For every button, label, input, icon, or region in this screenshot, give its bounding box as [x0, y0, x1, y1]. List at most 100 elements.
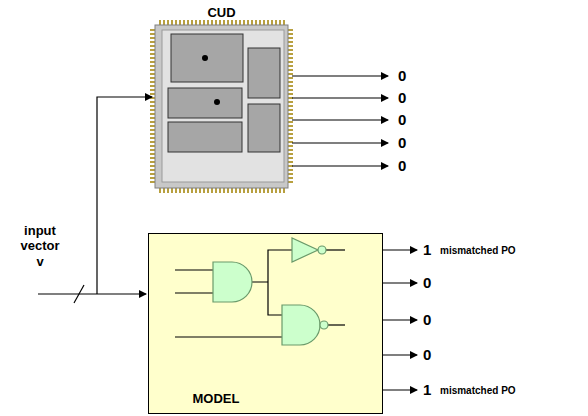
chip-pin [271, 20, 273, 25]
chip-pin [179, 188, 181, 193]
chip-pin [288, 45, 293, 47]
chip-pin [150, 33, 155, 35]
chip-pin [259, 20, 261, 25]
chip-pin [288, 161, 293, 163]
chip-pin [288, 73, 293, 75]
chip-pin [288, 137, 293, 139]
output-wire [292, 97, 388, 98]
chip-block [248, 104, 280, 152]
chip-pin [150, 161, 155, 163]
chip-pin [150, 29, 155, 31]
model-fill [148, 233, 383, 414]
gate-wire [175, 292, 213, 293]
output-value: 0 [398, 134, 406, 152]
chip-pin [150, 37, 155, 39]
chip-pin [288, 157, 293, 159]
chip-pin [288, 125, 293, 127]
chip-pin [187, 20, 189, 25]
chip-pin [288, 153, 293, 155]
chip-pin [150, 73, 155, 75]
chip-pin [288, 173, 293, 175]
chip-pin [231, 188, 233, 193]
chip-pin [150, 169, 155, 171]
chip-pin [219, 20, 221, 25]
chip-pin [247, 20, 249, 25]
output-value: 0 [398, 111, 406, 129]
chip-pin [259, 188, 261, 193]
chip-pin [288, 181, 293, 183]
chip-pin [288, 101, 293, 103]
chip-pin [227, 20, 229, 25]
gate-wire [175, 269, 213, 270]
chip-pin [150, 61, 155, 63]
chip-pin [187, 188, 189, 193]
chip-pin [207, 20, 209, 25]
chip-pin [288, 145, 293, 147]
output-wire [383, 319, 417, 320]
chip-pin [288, 129, 293, 131]
chip-pin [150, 69, 155, 71]
inversion-bubble [320, 321, 328, 329]
chip-pin [150, 53, 155, 55]
chip-pin [288, 117, 293, 119]
input-wire [97, 97, 152, 294]
chip-pin [267, 20, 269, 25]
chip-pin [288, 85, 293, 87]
chip-pin [243, 20, 245, 25]
output-value: 0 [423, 311, 431, 329]
chip-pin [288, 121, 293, 123]
chip-pin [150, 77, 155, 79]
chip-pin [288, 81, 293, 83]
chip-pin [288, 61, 293, 63]
chip-pin [231, 20, 233, 25]
chip-pin [263, 188, 265, 193]
chip-pin [207, 188, 209, 193]
chip-pin [150, 109, 155, 111]
chip-pin [211, 188, 213, 193]
fault-dot [214, 99, 220, 105]
output-wire [383, 249, 417, 250]
chip-pin [267, 188, 269, 193]
chip-pin [150, 41, 155, 43]
chip-pin [227, 188, 229, 193]
chip-pin [191, 20, 193, 25]
chip-pin [150, 93, 155, 95]
chip-pin [288, 53, 293, 55]
input-label: input vector v [16, 223, 64, 270]
chip-pin [150, 57, 155, 59]
chip-pin [150, 153, 155, 155]
chip-pin [219, 188, 221, 193]
chip-pin [211, 20, 213, 25]
model-label: MODEL [193, 391, 240, 407]
chip-label: CUD [207, 5, 235, 21]
chip-pin [191, 188, 193, 193]
chip-pin [288, 33, 293, 35]
output-value: 1 [423, 241, 431, 259]
chip-pin [150, 117, 155, 119]
output-value: 0 [398, 157, 406, 175]
chip-pin [150, 125, 155, 127]
chip-pin [288, 113, 293, 115]
chip-pin [279, 20, 281, 25]
chip-pin [175, 188, 177, 193]
chip-pin [150, 85, 155, 87]
chip-pin [215, 188, 217, 193]
chip-pin [150, 177, 155, 179]
chip-pin [239, 20, 241, 25]
gate-wire [326, 249, 345, 250]
chip-pin [235, 188, 237, 193]
chip-pin [199, 188, 201, 193]
chip-pin [288, 49, 293, 51]
chip-pin [251, 188, 253, 193]
chip-pin [167, 20, 169, 25]
chip-pin [203, 188, 205, 193]
chip-pin [288, 65, 293, 67]
output-value: 0 [398, 67, 406, 85]
output-wire [292, 119, 388, 120]
chip-pin [150, 157, 155, 159]
chip-pin [288, 93, 293, 95]
chip-pin [215, 20, 217, 25]
and-gate [213, 262, 252, 302]
chip-pin [223, 188, 225, 193]
